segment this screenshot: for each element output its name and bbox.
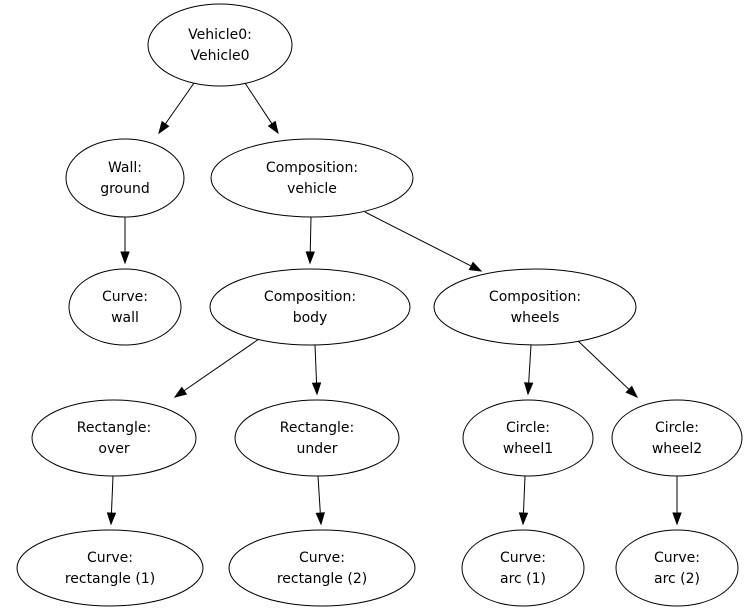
graph-node[interactable]: Composition: wheels — [433, 268, 637, 346]
edge-line — [110, 475, 114, 514]
graph-edge — [158, 82, 195, 135]
node-label-line2: wheel1 — [503, 441, 553, 457]
graph-edge — [315, 475, 325, 526]
node-label-line1: Composition: — [266, 160, 358, 176]
node-label-line2: Vehicle0 — [191, 48, 250, 64]
node-label-line1: Rectangle: — [280, 420, 354, 436]
edge-line — [183, 338, 260, 392]
graph-node[interactable]: Circle: wheel2 — [611, 399, 743, 477]
node-label-line1: Curve: — [299, 550, 345, 566]
graph-edge — [575, 338, 639, 399]
node-ellipse — [234, 399, 400, 477]
node-label-line2: wall — [111, 310, 139, 326]
node-ellipse — [461, 529, 585, 607]
graph-node[interactable]: Vehicle0: Vehicle0 — [147, 3, 293, 87]
node-label-line1: Vehicle0: — [188, 27, 252, 43]
edge-arrowhead — [173, 386, 188, 398]
node-label-line1: Composition: — [489, 289, 581, 305]
graph-edge — [518, 475, 529, 526]
edge-arrowhead — [315, 512, 325, 526]
node-label-line2: arc (2) — [654, 571, 700, 587]
graph-node[interactable]: Circle: wheel1 — [462, 399, 594, 477]
edge-arrowhead — [267, 120, 279, 135]
edge-arrowhead — [518, 512, 529, 526]
node-ellipse — [65, 138, 185, 218]
edge-line — [314, 344, 318, 384]
node-label-line2: body — [293, 310, 328, 326]
node-label-line1: Rectangle: — [77, 420, 151, 436]
node-label-line2: over — [98, 441, 129, 457]
node-label-line2: vehicle — [287, 181, 337, 197]
edge-line — [244, 82, 273, 125]
node-label-line1: Circle: — [655, 420, 699, 436]
edges-layer — [106, 82, 682, 526]
node-ellipse — [228, 529, 416, 607]
node-ellipse — [147, 3, 293, 87]
edge-line — [309, 216, 312, 253]
graph-edge — [364, 211, 483, 272]
edge-line — [528, 344, 532, 384]
node-label-line2: wheels — [511, 310, 560, 326]
graph-edge — [305, 216, 315, 265]
graph-node[interactable]: Curve: rectangle (2) — [228, 529, 416, 607]
node-label-line1: Curve: — [102, 289, 148, 305]
edge-arrowhead — [311, 382, 322, 396]
graph-edge — [106, 475, 117, 526]
node-label-line2: wheel2 — [652, 441, 702, 457]
node-ellipse — [16, 529, 204, 607]
node-label-line2: under — [296, 441, 337, 457]
node-label-line2: rectangle (2) — [277, 571, 367, 587]
node-ellipse — [31, 399, 197, 477]
graph-node[interactable]: Curve: arc (2) — [615, 529, 739, 607]
node-ellipse — [462, 399, 594, 477]
nodes-layer: Vehicle0:Vehicle0Wall:groundComposition:… — [16, 3, 743, 607]
graph-node[interactable]: Composition: body — [209, 268, 411, 346]
graph-node[interactable]: Wall: ground — [65, 138, 185, 218]
edge-line — [575, 338, 630, 390]
node-label-line1: Curve: — [500, 550, 546, 566]
edge-arrowhead — [106, 512, 117, 526]
node-ellipse — [611, 399, 743, 477]
node-label-line1: Circle: — [506, 420, 550, 436]
node-ellipse — [433, 268, 637, 346]
edge-arrowhead — [305, 251, 315, 265]
node-label-line2: rectangle (1) — [65, 571, 155, 587]
graph-node[interactable]: Rectangle: over — [31, 399, 197, 477]
graph-edge — [523, 344, 534, 396]
edge-line — [364, 211, 472, 267]
node-label-line2: ground — [100, 181, 150, 197]
edge-line — [317, 475, 321, 514]
edge-arrowhead — [158, 120, 170, 135]
graph-edge — [173, 338, 260, 398]
graph-node[interactable]: Curve: rectangle (1) — [16, 529, 204, 607]
graph-edge — [244, 82, 279, 135]
node-ellipse — [210, 138, 414, 218]
node-ellipse — [68, 268, 182, 346]
graph-node[interactable]: Rectangle: under — [234, 399, 400, 477]
graph-edge — [120, 217, 130, 265]
edge-arrowhead — [625, 385, 639, 399]
node-label-line1: Curve: — [654, 550, 700, 566]
node-label-line2: arc (1) — [500, 571, 546, 587]
edge-arrowhead — [523, 382, 534, 396]
graph-edge — [672, 476, 682, 526]
node-ellipse — [209, 268, 411, 346]
edge-arrowhead — [672, 512, 682, 526]
node-ellipse — [615, 529, 739, 607]
graph-node[interactable]: Composition: vehicle — [210, 138, 414, 218]
edge-arrowhead — [468, 261, 483, 272]
edge-arrowhead — [120, 251, 130, 265]
graph-node[interactable]: Curve: arc (1) — [461, 529, 585, 607]
edge-line — [522, 475, 526, 514]
node-label-line1: Curve: — [87, 550, 133, 566]
node-label-line1: Composition: — [264, 289, 356, 305]
graph-edge — [311, 344, 322, 396]
node-label-line1: Wall: — [108, 160, 142, 176]
edge-line — [164, 82, 195, 125]
graph-node[interactable]: Curve: wall — [68, 268, 182, 346]
